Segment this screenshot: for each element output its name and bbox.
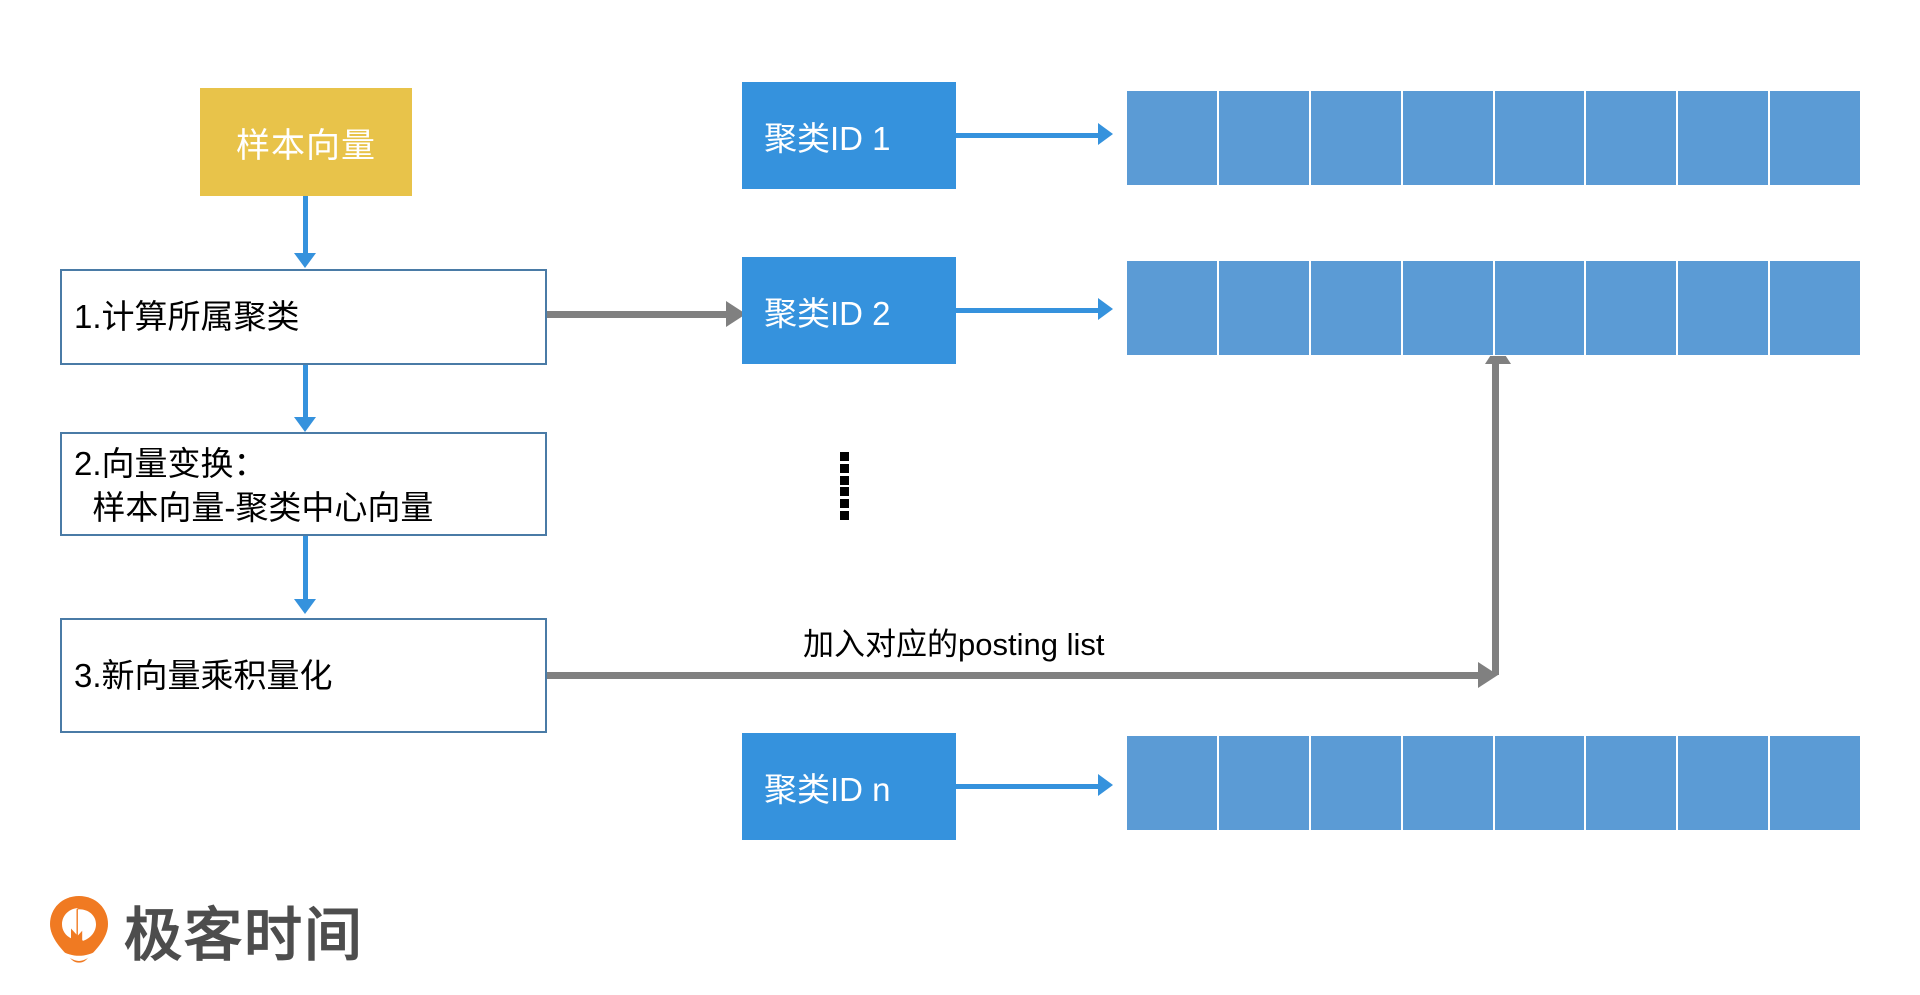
arrowhead-down-step3 (294, 599, 316, 614)
geektime-logo-text: 极客时间 (124, 901, 365, 969)
cluster-2-label: 聚类ID 2 (764, 294, 891, 332)
connector-step1-to-step2 (303, 365, 308, 422)
posting-list-cell (1585, 260, 1678, 356)
posting-list-cell (1493, 90, 1586, 186)
connector-step3-horizontal (547, 672, 1482, 679)
posting-list-cell (1769, 735, 1861, 831)
posting-list-cell (1401, 260, 1494, 356)
step-2-label-line2: 样本向量-聚类中心向量 (74, 488, 434, 526)
arrowhead-right-postinglist1 (1098, 123, 1113, 145)
cluster-1-box: 聚类ID 1 (742, 82, 956, 189)
posting-list-cell (1126, 90, 1218, 186)
ellipsis-dot (840, 475, 849, 485)
posting-list-2 (1126, 260, 1861, 356)
posting-list-cell (1585, 90, 1678, 186)
geektime-logo: 极客时间 (48, 888, 364, 972)
connector-sample-to-step1 (303, 196, 308, 258)
cluster-2-box: 聚类ID 2 (742, 257, 956, 364)
arrowhead-down-step2 (294, 417, 316, 432)
ellipsis-dot (840, 463, 849, 473)
posting-list-cell (1217, 260, 1310, 356)
posting-list-cell (1585, 735, 1678, 831)
sample-vector-label: 样本向量 (236, 126, 376, 165)
step-1-label: 1.计算所属聚类 (74, 298, 300, 336)
posting-list-cell (1217, 735, 1310, 831)
posting-list-cell (1309, 90, 1402, 186)
posting-list-cell (1493, 735, 1586, 831)
posting-list-cell (1677, 735, 1770, 831)
posting-list-1 (1126, 90, 1861, 186)
posting-list-cell (1309, 260, 1402, 356)
posting-list-cell (1677, 260, 1770, 356)
posting-list-cell (1677, 90, 1770, 186)
step-3-label: 3.新向量乘积量化 (74, 656, 333, 694)
posting-list-caption: 加入对应的posting list (803, 627, 1105, 662)
posting-list-cell (1126, 260, 1218, 356)
arrowhead-right-postinglistn (1098, 774, 1113, 796)
connector-cluster1-to-postinglist (956, 133, 1101, 138)
connector-clustern-to-postinglist (956, 784, 1101, 789)
posting-list-cell (1769, 260, 1861, 356)
step-3-box: 3.新向量乘积量化 (60, 618, 547, 733)
connector-riser-vertical (1492, 360, 1499, 675)
cluster-n-label: 聚类ID n (764, 770, 891, 808)
posting-list-cell (1126, 735, 1218, 831)
vertical-ellipsis (840, 452, 849, 520)
arrowhead-down-step1 (294, 253, 316, 268)
connector-step2-to-step3 (303, 536, 308, 604)
ellipsis-dot (840, 487, 849, 497)
posting-list-cell (1401, 735, 1494, 831)
ellipsis-dot (840, 499, 849, 509)
arrowhead-right-postinglist2 (1098, 298, 1113, 320)
posting-list-cell (1493, 260, 1586, 356)
ellipsis-dot (840, 510, 849, 520)
posting-list-cell (1769, 90, 1861, 186)
posting-list-n (1126, 735, 1861, 831)
connector-cluster2-to-postinglist (956, 308, 1101, 313)
geektime-pin-icon (50, 896, 108, 963)
posting-list-cell (1401, 90, 1494, 186)
connector-step1-to-cluster2 (547, 311, 730, 318)
step-1-box: 1.计算所属聚类 (60, 269, 547, 365)
step-2-label-line1: 2.向量变换： (74, 445, 267, 482)
posting-list-cell (1217, 90, 1310, 186)
arrowhead-right-cluster2 (726, 301, 746, 327)
step-2-box: 2.向量变换： 样本向量-聚类中心向量 (60, 432, 547, 536)
sample-vector-box: 样本向量 (200, 88, 412, 196)
posting-list-cell (1309, 735, 1402, 831)
ellipsis-dot (840, 452, 849, 461)
cluster-n-box: 聚类ID n (742, 733, 956, 840)
cluster-1-label: 聚类ID 1 (764, 119, 891, 157)
